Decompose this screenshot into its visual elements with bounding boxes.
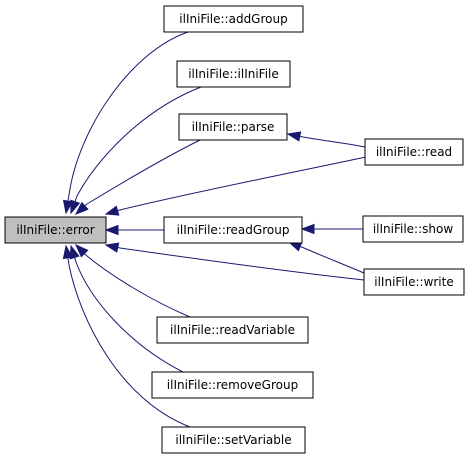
- node-setVariable[interactable]: ilIniFile::setVariable: [161, 426, 306, 454]
- edge-line-tail: [299, 135, 304, 138]
- node-box: [364, 138, 464, 166]
- node-box: [4, 216, 107, 244]
- arrowhead: [286, 131, 302, 142]
- edge-line-tail: [67, 194, 70, 202]
- arrowhead: [104, 205, 120, 216]
- arrowhead: [69, 244, 80, 260]
- node-write[interactable]: ilIniFile::write: [363, 268, 465, 296]
- node-label: ilIniFile::removeGroup: [167, 378, 298, 392]
- edge-read-to-parse: [286, 131, 366, 148]
- node-box: [151, 371, 314, 399]
- edge-line: [86, 255, 191, 318]
- node-readVariable[interactable]: ilIniFile::readVariable: [156, 316, 309, 344]
- edge-readVariable-to-error: [74, 243, 191, 318]
- node-box: [163, 5, 304, 33]
- node-box: [176, 60, 291, 88]
- node-label: ilIniFile::readVariable: [170, 323, 295, 337]
- arrowhead: [300, 223, 315, 235]
- node-readGroup[interactable]: ilIniFile::readGroup: [163, 216, 303, 244]
- node-box: [178, 113, 288, 141]
- node-read[interactable]: ilIniFile::read: [364, 138, 464, 166]
- edge-show-to-readGroup: [300, 223, 363, 235]
- edge-line-tail: [84, 253, 88, 257]
- node-error: ilIniFile::error: [4, 216, 107, 244]
- arrowhead: [74, 243, 89, 258]
- node-show[interactable]: ilIniFile::show: [362, 215, 464, 243]
- arrowhead: [104, 224, 119, 236]
- edge-line-tail: [74, 257, 77, 263]
- arrowhead: [62, 199, 74, 215]
- node-box: [363, 268, 465, 296]
- node-addGroup[interactable]: ilIniFile::addGroup: [163, 5, 304, 33]
- node-label: ilIniFile::parse: [192, 120, 275, 134]
- edge-line: [68, 264, 191, 428]
- node-box: [161, 426, 306, 454]
- edge-line: [68, 31, 189, 196]
- edge-setVariable-to-error: [62, 244, 191, 428]
- arrowhead: [104, 242, 120, 253]
- edge-line: [119, 156, 367, 211]
- edge-line-tail: [67, 257, 70, 266]
- node-label: ilIniFile::read: [376, 145, 452, 159]
- node-removeGroup[interactable]: ilIniFile::removeGroup: [151, 371, 314, 399]
- arrowhead: [62, 244, 74, 260]
- arrowhead: [74, 201, 89, 215]
- edge-readGroup-to-error: [104, 224, 164, 236]
- edge-line: [119, 247, 365, 281]
- node-parse[interactable]: ilIniFile::parse: [178, 113, 288, 141]
- edge-read-to-error: [104, 156, 367, 216]
- edge-line: [303, 247, 365, 274]
- nodes-layer: ilIniFile::error ilIniFile::addGroupilIni…: [4, 5, 465, 454]
- node-label: ilIniFile::readGroup: [177, 223, 290, 237]
- edge-removeGroup-to-error: [69, 244, 184, 373]
- edge-line: [302, 136, 366, 148]
- node-box: [362, 215, 464, 243]
- edge-line: [76, 86, 202, 197]
- node-label: ilIniFile::addGroup: [179, 12, 287, 26]
- edge-line-tail: [299, 245, 305, 249]
- edge-ilIniFile-to-error: [70, 86, 202, 215]
- node-label: ilIniFile::ilIniFile: [188, 67, 279, 81]
- node-label: ilIniFile::setVariable: [175, 433, 291, 447]
- node-box: [156, 316, 309, 344]
- node-ilIniFile[interactable]: ilIniFile::ilIniFile: [176, 60, 291, 88]
- node-label: ilIniFile::write: [374, 275, 453, 289]
- edge-line-tail: [74, 195, 78, 202]
- arrowhead: [70, 199, 81, 215]
- edge-parse-to-error: [74, 139, 201, 215]
- edge-line: [86, 139, 201, 205]
- node-box: [163, 216, 303, 244]
- edge-line: [75, 261, 184, 373]
- node-label: ilIniFile::error: [16, 223, 94, 237]
- edge-write-to-readGroup: [287, 241, 365, 274]
- node-label: ilIniFile::show: [373, 222, 454, 236]
- edges-layer: [62, 31, 367, 428]
- edge-write-to-error: [104, 242, 365, 281]
- edge-addGroup-to-error: [62, 31, 189, 215]
